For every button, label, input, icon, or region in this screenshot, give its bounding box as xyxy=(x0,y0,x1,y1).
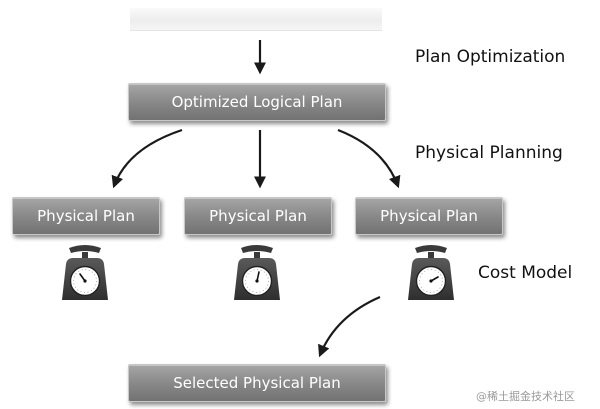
physical-plan-label-1: Physical Plan xyxy=(37,207,135,225)
optimized-logical-plan-label: Optimized Logical Plan xyxy=(171,93,343,111)
faded-input-box xyxy=(130,8,382,31)
physical-plan-box-3: Physical Plan xyxy=(355,197,503,235)
selected-physical-plan-box: Selected Physical Plan xyxy=(128,364,386,402)
selected-physical-plan-label: Selected Physical Plan xyxy=(173,374,341,392)
physical-plan-box-2: Physical Plan xyxy=(184,197,332,235)
scale-icon xyxy=(62,245,108,300)
plan-optimization-label: Plan Optimization xyxy=(415,47,566,67)
scale-icon xyxy=(408,245,454,300)
cost-model-label: Cost Model xyxy=(478,263,573,283)
physical-plan-box-1: Physical Plan xyxy=(12,197,160,235)
arrow-to-physical-plan-3 xyxy=(337,128,401,189)
scale-icon xyxy=(234,245,280,300)
physical-plan-label-3: Physical Plan xyxy=(380,207,478,225)
physical-planning-label: Physical Planning xyxy=(415,143,563,163)
physical-plan-label-2: Physical Plan xyxy=(209,207,307,225)
arrow-to-physical-plan-1 xyxy=(111,128,183,189)
optimized-logical-plan-box: Optimized Logical Plan xyxy=(128,83,386,121)
arrow-to-selected-plan xyxy=(318,295,381,358)
watermark-text: @稀土掘金技术社区 xyxy=(476,390,575,403)
